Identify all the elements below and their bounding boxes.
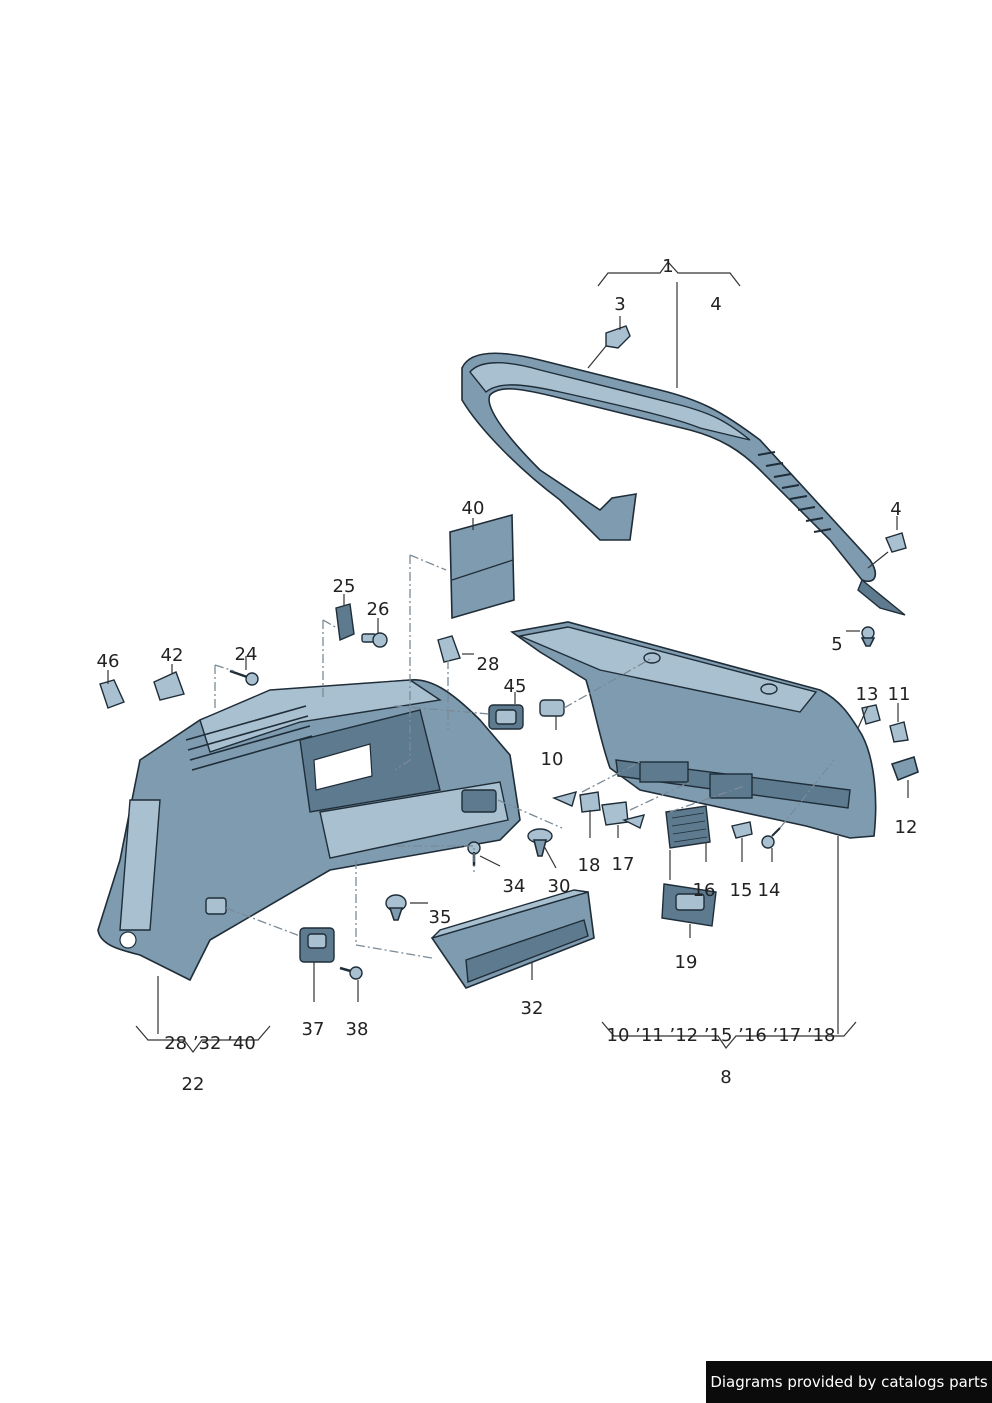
bracket-45 bbox=[488, 704, 524, 730]
bracket-42 bbox=[153, 671, 185, 701]
callout-12: 12 bbox=[895, 817, 918, 838]
lower-tailgate-trim bbox=[509, 621, 877, 839]
callout-45: 45 bbox=[504, 676, 527, 697]
arrow-clip-a bbox=[551, 790, 578, 807]
group-8-items: 10 ’11 ’12 ’15 ’16 ’17 ’18 bbox=[607, 1025, 836, 1046]
grommet-10 bbox=[539, 699, 565, 717]
callout-1: 1 bbox=[662, 256, 673, 277]
callout-16: 16 bbox=[693, 880, 716, 901]
bolt-26 bbox=[361, 632, 388, 648]
callout-42: 42 bbox=[161, 645, 184, 666]
clip-35 bbox=[385, 894, 407, 921]
clip-17 bbox=[601, 801, 629, 826]
fastener-5 bbox=[860, 626, 876, 647]
switch-19 bbox=[661, 883, 717, 927]
callout-10: 10 bbox=[541, 749, 564, 770]
callout-8: 8 bbox=[720, 1067, 731, 1088]
assembly-lines bbox=[214, 554, 835, 959]
callout-14: 14 bbox=[758, 880, 781, 901]
callout-18: 18 bbox=[578, 855, 601, 876]
callout-30: 30 bbox=[548, 876, 571, 897]
bracket-46 bbox=[99, 679, 125, 709]
speaker-grille-16 bbox=[665, 805, 711, 849]
side-vents bbox=[185, 705, 313, 771]
callout-37: 37 bbox=[302, 1019, 325, 1040]
callout-22: 22 bbox=[182, 1074, 205, 1095]
callout-24: 24 bbox=[235, 644, 258, 665]
side-panel-trim bbox=[97, 679, 521, 982]
callout-38: 38 bbox=[346, 1019, 369, 1040]
trim-vents bbox=[757, 451, 832, 533]
callout-4-right: 4 bbox=[890, 499, 901, 520]
callout-11: 11 bbox=[888, 684, 911, 705]
callout-40: 40 bbox=[462, 498, 485, 519]
callout-4-top: 4 bbox=[710, 294, 721, 315]
callout-32: 32 bbox=[521, 998, 544, 1019]
clip-28 bbox=[437, 635, 461, 663]
screw-24 bbox=[229, 669, 259, 686]
callout-13: 13 bbox=[856, 684, 879, 705]
clip-11 bbox=[889, 721, 909, 743]
leader-lines bbox=[107, 261, 909, 1053]
callout-3: 3 bbox=[614, 294, 625, 315]
cover-40 bbox=[449, 513, 515, 620]
arrow-clip-b bbox=[621, 814, 646, 829]
callout-28: 28 bbox=[477, 654, 500, 675]
upper-tailgate-trim bbox=[461, 352, 906, 616]
callout-46: 46 bbox=[97, 651, 120, 672]
cap-12 bbox=[890, 755, 919, 782]
group-22-items: 28 ’32 ’40 bbox=[164, 1033, 256, 1054]
screw-14 bbox=[761, 827, 781, 849]
screw-38 bbox=[339, 966, 363, 980]
clip-25 bbox=[335, 603, 355, 642]
callout-labels: 1 3 4 4 5 40 25 26 28 46 42 24 45 10 13 … bbox=[97, 256, 918, 1095]
clip-4 bbox=[885, 532, 907, 553]
clip-15 bbox=[731, 821, 753, 839]
fastener-30 bbox=[527, 828, 553, 857]
storage-tray-32 bbox=[430, 889, 595, 989]
callout-15: 15 bbox=[730, 880, 753, 901]
callout-17: 17 bbox=[612, 854, 635, 875]
callout-34: 34 bbox=[503, 876, 526, 897]
callout-19: 19 bbox=[675, 952, 698, 973]
callout-25: 25 bbox=[333, 576, 356, 597]
callout-35: 35 bbox=[429, 907, 452, 928]
bracket-37 bbox=[299, 927, 335, 963]
footer-credit: Diagrams provided by catalogs parts bbox=[706, 1361, 992, 1403]
clip-3 bbox=[605, 325, 631, 349]
callout-26: 26 bbox=[367, 599, 390, 620]
clip-18 bbox=[579, 791, 601, 813]
callout-5: 5 bbox=[831, 634, 842, 655]
